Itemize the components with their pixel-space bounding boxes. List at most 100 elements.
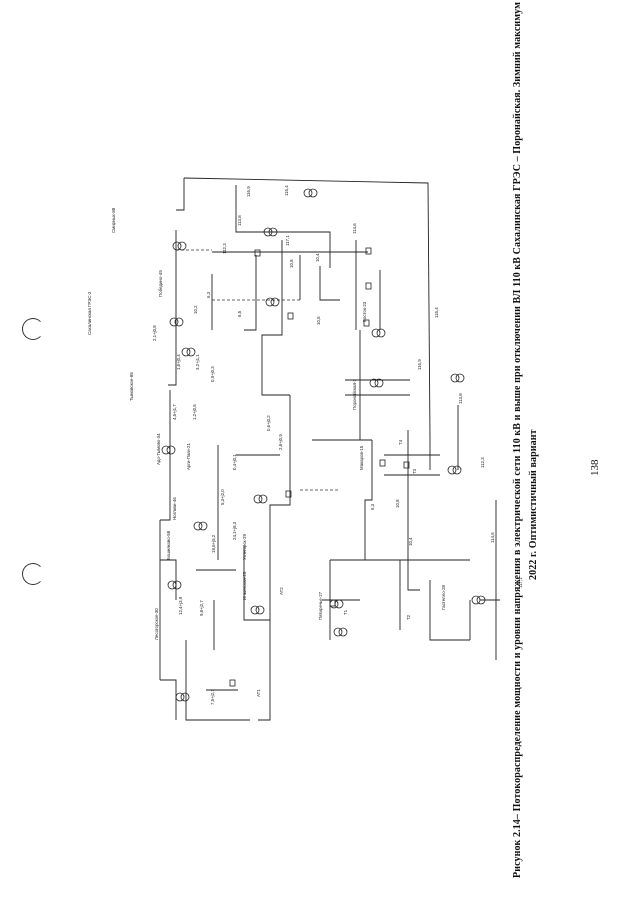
substation-label: Победино-49: [158, 270, 163, 297]
transformer-icon: [167, 580, 177, 590]
flow-value-label: 10,8: [289, 259, 294, 268]
flow-value-label: Т2: [406, 614, 411, 620]
transformer-icon: [263, 227, 273, 237]
flow-value-label: 24,1+j8,3: [232, 521, 237, 540]
trunk-line-left-top: [176, 178, 185, 211]
flow-value-label: АТ2: [279, 587, 284, 595]
flow-value-label: 117,1: [285, 235, 290, 246]
substation-label: Тымовское-85: [129, 372, 134, 401]
transformer-icon: [338, 627, 348, 637]
substation-label: Углегорск-29: [242, 533, 247, 560]
transformer-icon: [334, 599, 344, 609]
flow-value-label: 0,4+j0,1: [232, 454, 237, 470]
transformer-icon: [452, 465, 462, 475]
flow-value-label: 5,3+j2,0: [220, 489, 225, 505]
transformer-icon: [193, 521, 203, 531]
transformer-icon: [265, 297, 275, 307]
feeder-line: [244, 255, 257, 331]
breaker-box: [229, 679, 236, 687]
busbar: [429, 580, 470, 641]
flow-value-label: 1,6+j0,4: [176, 354, 181, 370]
flow-value-label: 114,6: [490, 532, 495, 543]
transformer-icon: [270, 297, 280, 307]
flow-value-label: 6,3: [206, 291, 211, 298]
flow-value-label: 9,8+j2,7: [199, 600, 204, 616]
flow-value-label: 18,6+j5,2: [211, 534, 216, 553]
transformer-icon: [172, 580, 182, 590]
substation-label: Лесогорское-30: [154, 608, 159, 640]
flow-value-label: 10,4: [408, 537, 413, 546]
trunk-line-left: [168, 230, 177, 386]
trunk-line: [243, 545, 270, 621]
transformer-icon: [268, 227, 278, 237]
breaker-box: [254, 249, 261, 257]
flow-value-label: 113,8: [458, 393, 463, 404]
breaker-box: [329, 599, 336, 607]
feeder-line: [185, 640, 250, 721]
breaker-box: [365, 247, 372, 255]
substation-label: Ильинская-25: [242, 571, 247, 600]
trunk-line: [407, 430, 420, 591]
flow-value-label: 117,1: [518, 577, 523, 588]
flow-value-label: 7,5+j2,1: [210, 689, 215, 705]
substation-label: Восток-23: [362, 301, 367, 322]
flow-value-label: 0,9+j0,3: [210, 366, 215, 382]
trunk-line: [258, 540, 271, 721]
feeder-line: [160, 679, 177, 720]
transformer-icon: [161, 445, 171, 455]
flow-value-label: 10,8: [395, 499, 400, 508]
transformer-icon: [181, 347, 191, 357]
transformer-icon: [258, 494, 268, 504]
flow-value-label: 10,4: [315, 253, 320, 262]
flow-value-label: 2,1+j0,8: [152, 325, 157, 341]
transformer-icon: [476, 595, 486, 605]
flow-value-label: 4,5+j1,7: [172, 404, 177, 420]
transformer-icon: [447, 465, 457, 475]
substation-label: Арги-Паги-21: [186, 443, 191, 470]
substation-label: Смирных-88: [111, 207, 116, 233]
transformer-icon: [255, 605, 265, 615]
transformer-icon: [180, 692, 190, 702]
flow-value-label: 6,3: [370, 503, 375, 510]
flow-value-label: 1,2+j0,5: [192, 404, 197, 420]
flow-value-label: 115,4: [434, 307, 439, 318]
transformer-icon: [371, 328, 381, 338]
transformer-icon: [172, 241, 182, 251]
flow-value-label: 10,5: [316, 316, 321, 325]
flow-value-label: 6,5: [237, 310, 242, 317]
breaker-box: [287, 312, 294, 320]
substation-label: Макаров-15: [359, 445, 364, 470]
feeder-line: [160, 559, 177, 600]
transformer-icon: [166, 445, 176, 455]
transformer-icon: [455, 373, 465, 383]
substation-label: Бошняково-58: [166, 530, 171, 560]
substation-label: Сахалинская ГРЭС-2: [87, 291, 92, 335]
flow-value-label: Т1: [343, 609, 348, 615]
figure-caption-line-2: 2022 г. Оптимистичный вариант: [528, 429, 539, 580]
feeder-line: [319, 266, 340, 301]
flow-value-label: 116,9: [417, 359, 422, 370]
trunk-line: [269, 480, 291, 540]
flow-value-label: 115,4: [284, 185, 289, 196]
transformer-icon: [308, 188, 318, 198]
transformer-icon: [253, 494, 263, 504]
transformer-icon: [174, 317, 184, 327]
flow-value-label: 114,6: [352, 223, 357, 234]
flow-value-label: 10,2: [193, 305, 198, 314]
transformer-icon: [329, 599, 339, 609]
breaker-box: [285, 490, 292, 498]
breaker-box: [403, 461, 410, 469]
busbar: [364, 440, 373, 560]
binder-hole-top: [22, 318, 44, 340]
transformer-icon: [177, 241, 187, 251]
substation-label: Гастелло-28: [441, 584, 446, 610]
transformer-icon: [169, 317, 179, 327]
transformer-icon: [333, 627, 343, 637]
binder-hole-bottom: [22, 563, 44, 585]
flow-value-label: Т3: [412, 468, 417, 474]
breaker-box: [379, 459, 386, 467]
substation-label: Поронайская-1: [352, 379, 357, 410]
flow-value-label: Т4: [398, 439, 403, 445]
